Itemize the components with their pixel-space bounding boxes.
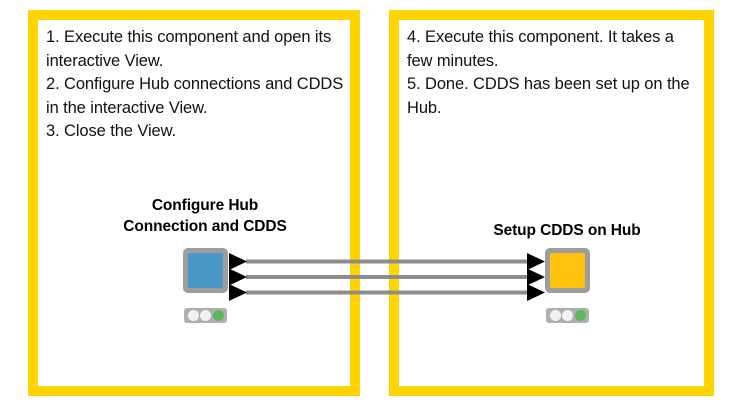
annotation-text-right: 4. Execute this component. It takes a fe… — [407, 28, 690, 117]
node-title-configure-hub-connection-and-cdds: Configure Hub Connection and CDDS — [123, 197, 287, 235]
annotation-text-left: 1. Execute this component and open its i… — [46, 28, 344, 140]
node-fill-blue — [188, 253, 223, 288]
node-icon-configure-hub-connection-and-cdds[interactable] — [183, 248, 228, 293]
node-icon-setup-cdds-on-hub[interactable] — [545, 248, 590, 293]
annotation-box-right[interactable]: 4. Execute this component. It takes a fe… — [389, 10, 714, 396]
node-status-configure-hub-connection-and-cdds — [184, 308, 227, 323]
node-status-setup-cdds-on-hub — [546, 308, 589, 323]
status-led-executed — [574, 310, 586, 321]
status-led-idle-1 — [549, 310, 561, 321]
annotation-box-left[interactable]: 1. Execute this component and open its i… — [28, 10, 360, 396]
status-led-idle-1 — [187, 310, 199, 321]
status-led-idle-2 — [562, 310, 573, 321]
node-title-setup-cdds-on-hub: Setup CDDS on Hub — [493, 222, 641, 239]
status-led-idle-2 — [200, 310, 211, 321]
node-fill-yellow — [550, 253, 585, 288]
status-led-executed — [212, 310, 224, 321]
